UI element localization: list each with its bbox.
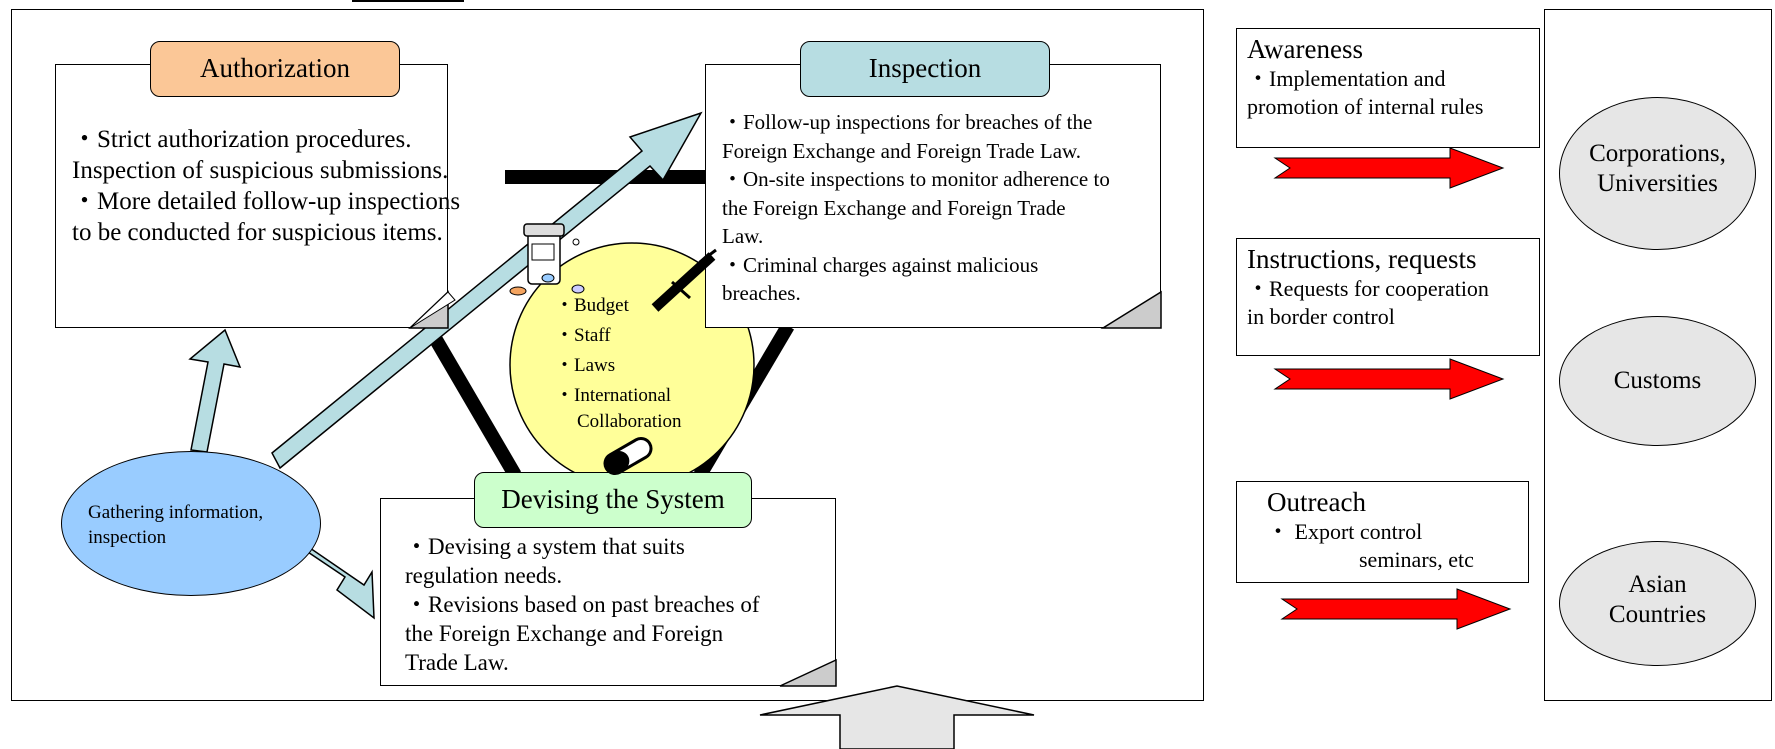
red-arrow-awareness xyxy=(1273,147,1505,189)
instructions-line1: ・Requests for cooperation xyxy=(1247,276,1489,301)
devising-tab: Devising the System xyxy=(474,472,752,528)
devising-text: ・Devising a system that suits regulation… xyxy=(405,532,760,677)
outreach-box: Outreach ・ Export control seminars, etc xyxy=(1236,481,1529,583)
inspection-line: the Foreign Exchange and Foreign Trade xyxy=(722,195,1066,220)
authorization-text: ・Strict authorization procedures. Inspec… xyxy=(72,124,460,248)
resource-item: ・Laws xyxy=(555,355,616,376)
connector-left xyxy=(421,322,522,479)
gathering-label-line1: Gathering information, xyxy=(88,502,264,523)
asian-label-line2: Countries xyxy=(1608,601,1707,628)
capsule-icon xyxy=(603,437,653,475)
resource-item: ・International xyxy=(555,385,672,406)
gathering-ellipse: Gathering information, inspection xyxy=(61,451,321,596)
asian-label-line1: Asian xyxy=(1628,571,1687,598)
bottom-up-arrow xyxy=(759,685,1035,749)
red-arrow-instructions xyxy=(1273,358,1505,400)
inspection-line: ・Follow-up inspections for breaches of t… xyxy=(722,110,1093,134)
instructions-box: Instructions, requests ・Requests for coo… xyxy=(1236,238,1540,356)
authorization-line: ・More detailed follow-up inspections xyxy=(72,188,461,215)
inspection-tab: Inspection xyxy=(800,41,1050,97)
devising-box xyxy=(380,498,836,686)
instructions-line2: in border control xyxy=(1247,304,1395,329)
authorization-line: Inspection of suspicious submissions. xyxy=(72,157,449,184)
authorization-line: to be conducted for suspicious items. xyxy=(72,219,443,246)
corporations-ellipse: Corporations, Universities xyxy=(1559,97,1756,250)
devising-line: regulation needs. xyxy=(405,563,563,588)
outreach-title: Outreach xyxy=(1267,487,1366,517)
inspection-line: breaches. xyxy=(722,281,801,305)
arrow-to-inspection xyxy=(271,111,703,470)
customs-label: Customs xyxy=(1613,367,1702,394)
awareness-title: Awareness xyxy=(1247,34,1363,64)
resource-item: ・Budget xyxy=(555,295,629,316)
arrow-to-authorization xyxy=(188,328,242,453)
corporations-label-line2: Universities xyxy=(1597,170,1718,197)
authorization-tab: Authorization xyxy=(150,41,400,97)
inspection-line: Law. xyxy=(722,224,764,248)
inspection-line: Foreign Exchange and Foreign Trade Law. xyxy=(722,138,1082,163)
authorization-box xyxy=(55,64,448,328)
inspection-text: ・Follow-up inspections for breaches of t… xyxy=(722,108,1110,308)
inspection-box xyxy=(705,64,1161,328)
inspection-line: ・Criminal charges against malicious xyxy=(722,252,1039,277)
devising-line: the Foreign Exchange and Foreign xyxy=(405,621,724,646)
gathering-label-line2: inspection xyxy=(88,527,167,548)
syringe-icon xyxy=(651,248,717,312)
arrow-to-devising xyxy=(289,539,375,620)
authorization-line: ・Strict authorization procedures. xyxy=(72,126,412,153)
asian-countries-ellipse: Asian Countries xyxy=(1559,541,1756,666)
resource-item: ・Staff xyxy=(555,325,611,346)
awareness-line2: promotion of internal rules xyxy=(1247,94,1484,119)
corporations-label-line1: Corporations, xyxy=(1589,140,1726,167)
devising-line: Trade Law. xyxy=(405,650,509,675)
instructions-title: Instructions, requests xyxy=(1247,244,1477,274)
outreach-line2: seminars, etc xyxy=(1359,547,1474,572)
pill-bottle-icon xyxy=(509,223,585,296)
outreach-line1: ・ Export control xyxy=(1267,519,1423,544)
inspection-line: ・On-site inspections to monitor adherenc… xyxy=(722,167,1110,191)
devising-line: ・Revisions based on past breaches of xyxy=(405,592,760,617)
resources-list: ・Budget ・Staff ・Laws ・International xyxy=(555,291,671,411)
awareness-line1: ・Implementation and xyxy=(1247,66,1446,91)
devising-line: ・Devising a system that suits xyxy=(405,534,685,559)
customs-ellipse: Customs xyxy=(1559,316,1756,446)
awareness-box: Awareness ・Implementation and promotion … xyxy=(1236,28,1540,148)
resource-continuation: Collaboration xyxy=(577,411,682,432)
red-arrow-outreach xyxy=(1280,588,1512,630)
top-underline xyxy=(352,0,464,2)
